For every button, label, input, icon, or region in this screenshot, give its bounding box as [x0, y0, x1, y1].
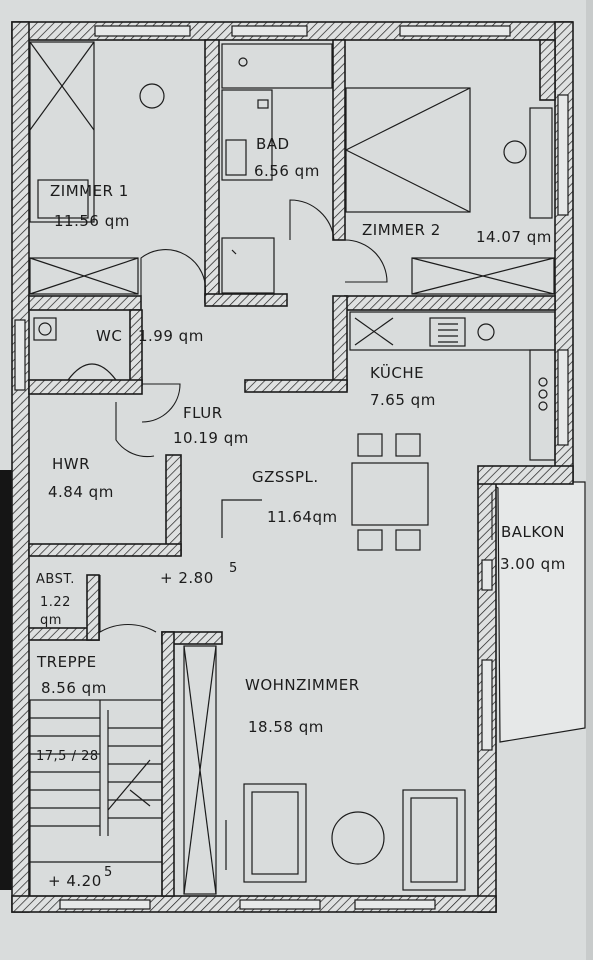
- bathtub: [221, 43, 333, 294]
- level-floor-sup: 5: [229, 561, 238, 576]
- room-zimmer2: ZIMMER 2 14.07 qm: [362, 221, 552, 246]
- room-name-hwr: HWR: [52, 455, 90, 473]
- room-area-zimmer1: 11.56 qm: [54, 212, 130, 230]
- room-balkon: BALKON 3.00 qm: [500, 523, 566, 573]
- bed-zimmer1: [29, 41, 165, 223]
- room-name-zimmer2: ZIMMER 2: [362, 221, 441, 239]
- room-area-flur: 10.19 qm: [173, 429, 249, 447]
- room-area-wohnzimmer: 18.58 qm: [248, 718, 324, 736]
- room-name-bad: BAD: [256, 135, 290, 153]
- balcony-outline: [485, 481, 586, 743]
- room-area-kueche: 7.65 qm: [370, 391, 436, 409]
- room-area-bad: 6.56 qm: [254, 162, 320, 180]
- windows: [14, 25, 569, 910]
- room-flur: FLUR 10.19 qm: [173, 404, 249, 447]
- room-bad: BAD 6.56 qm: [254, 135, 320, 180]
- left-dark-strip: [0, 470, 12, 890]
- room-name-zimmer1: ZIMMER 1: [50, 182, 129, 200]
- room-name-abst: ABST.: [36, 572, 75, 587]
- living-furniture: [243, 783, 466, 891]
- room-name-gzsspl: GZSSPL.: [252, 468, 319, 486]
- room-name-wc: WC: [96, 327, 122, 345]
- room-abst: ABST. 1.22 qm: [36, 572, 75, 628]
- room-name-wohnzimmer: WOHNZIMMER: [245, 676, 360, 694]
- wohnzimmer-cabinet: [183, 645, 227, 895]
- room-gzsspl: GZSSPL. 11.64qm: [252, 468, 338, 526]
- stair-ratio-label: 17,5 / 28: [36, 749, 99, 764]
- dining-table: [351, 433, 429, 551]
- room-kueche: KÜCHE 7.65 qm: [370, 363, 436, 409]
- kitchen-counter: [349, 311, 556, 461]
- room-zimmer1: ZIMMER 1 11.56 qm: [50, 182, 130, 230]
- room-name-kueche: KÜCHE: [370, 363, 424, 382]
- level-stair-value: + 4.20: [48, 872, 102, 890]
- level-floor: + 2.80 5: [160, 561, 238, 587]
- bed-zimmer2: [345, 87, 553, 219]
- level-stair-sup: 5: [104, 865, 113, 880]
- room-area-treppe: 8.56 qm: [41, 679, 107, 697]
- room-wohnzimmer: WOHNZIMMER 18.58 qm: [245, 676, 360, 736]
- room-hwr: HWR 4.84 qm: [48, 455, 114, 501]
- wc-fixtures: [33, 317, 117, 381]
- wardrobe-zimmer1: [29, 257, 139, 295]
- room-area-wc: 1.99 qm: [138, 327, 204, 345]
- room-area-gzsspl: 11.64qm: [267, 508, 338, 526]
- room-treppe: TREPPE 8.56 qm: [36, 653, 107, 697]
- level-stair: + 4.20 5: [48, 865, 113, 890]
- staircase: [29, 699, 163, 897]
- paper-edge-right: [586, 0, 593, 960]
- room-area-zimmer2: 14.07 qm: [476, 228, 552, 246]
- room-area-balkon: 3.00 qm: [500, 555, 566, 573]
- room-wc: WC 1.99 qm: [96, 327, 204, 345]
- room-area-hwr: 4.84 qm: [48, 483, 114, 501]
- room-name-treppe: TREPPE: [36, 653, 97, 671]
- level-mark: [221, 499, 262, 538]
- room-name-balkon: BALKON: [501, 523, 565, 541]
- room-area-abst-2: qm: [40, 613, 62, 628]
- level-floor-value: + 2.80: [160, 569, 214, 587]
- room-name-flur: FLUR: [183, 404, 223, 422]
- wardrobe-zimmer2: [411, 257, 555, 295]
- interior-walls: [28, 39, 556, 897]
- room-area-abst-1: 1.22: [40, 595, 71, 610]
- doors: [99, 199, 493, 633]
